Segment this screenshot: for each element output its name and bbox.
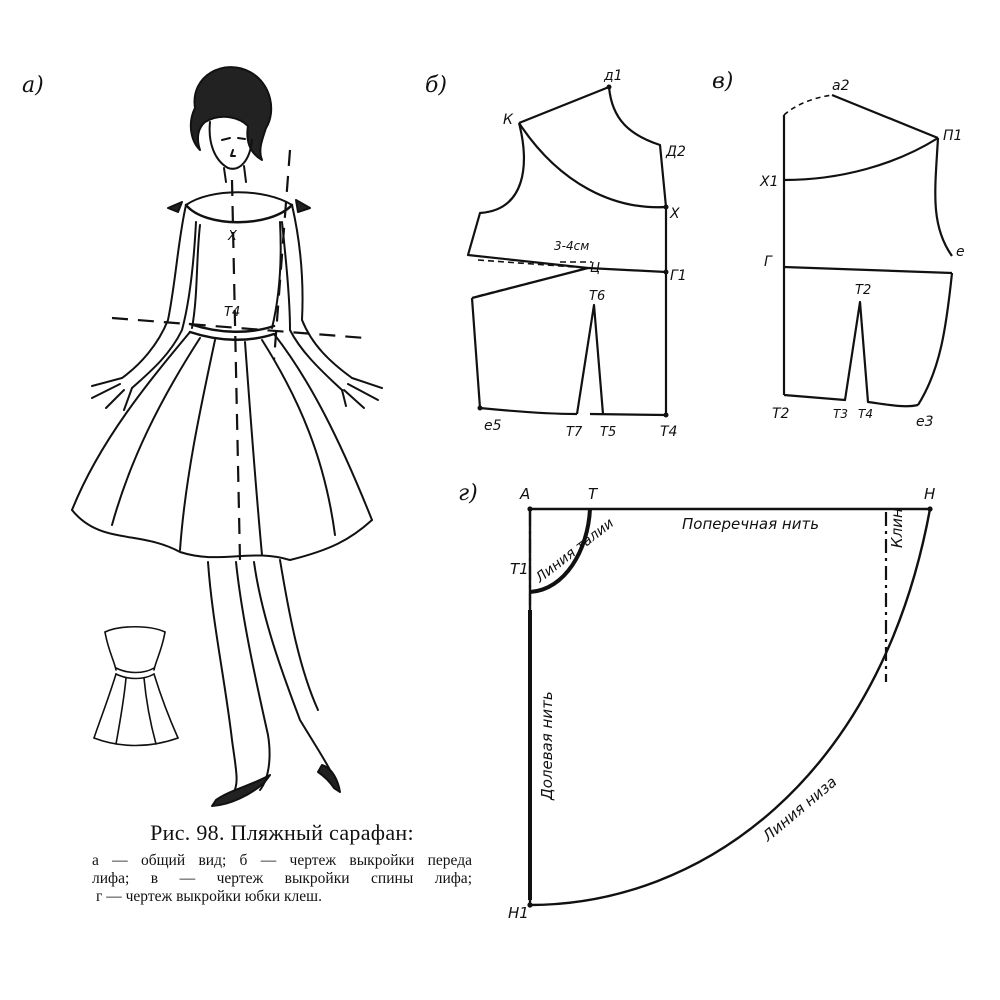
back-label-e3: е3 bbox=[916, 414, 934, 430]
back-label-t2-top: Т2 bbox=[855, 283, 871, 298]
skirt-label-t: Т bbox=[588, 485, 599, 503]
front-dart-size: 3-4см bbox=[554, 239, 589, 253]
caption-title: Рис. 98. Пляжный сарафан: bbox=[150, 820, 414, 845]
front-label-g1: Г1 bbox=[670, 268, 687, 284]
panel-label-b: б) bbox=[425, 73, 447, 98]
back-label-p: П1 bbox=[943, 128, 962, 144]
skirt-cross-grain-label: Поперечная нить bbox=[682, 515, 819, 533]
skirt-label-t1: Т1 bbox=[510, 560, 529, 578]
back-label-t3: Т3 bbox=[833, 407, 848, 421]
back-label-t4: Т4 bbox=[858, 407, 873, 421]
front-label-t5: Т5 bbox=[600, 425, 616, 440]
caption-line-1: а — общий вид; б — чертеж выкройки перед… bbox=[92, 852, 472, 869]
back-label-x1: Х1 bbox=[759, 174, 779, 190]
front-label-e5: е5 bbox=[484, 418, 502, 434]
back-label-e: е bbox=[956, 244, 965, 260]
back-label-a2: а2 bbox=[832, 78, 850, 94]
front-label-d2: Д2 bbox=[665, 144, 686, 160]
panel-label-v: в) bbox=[712, 69, 733, 94]
front-label-t7: Т7 bbox=[566, 425, 583, 440]
skirt-label-n1: Н1 bbox=[508, 904, 529, 922]
skirt-points bbox=[527, 506, 933, 908]
front-label-c: Ц bbox=[590, 261, 600, 276]
skirt-gore-label: Клин bbox=[888, 508, 906, 548]
front-label-t6: Т6 bbox=[589, 289, 605, 304]
skirt-dashdot-lines bbox=[528, 512, 888, 682]
front-label-t4: Т4 bbox=[660, 424, 677, 440]
figure-drawing bbox=[71, 66, 383, 807]
front-label-x: Х bbox=[669, 206, 680, 222]
skirt-label-a: А bbox=[519, 485, 530, 503]
panel-label-g: г) bbox=[458, 481, 478, 506]
front-label-d1: д1 bbox=[603, 68, 623, 84]
back-label-t2: Т2 bbox=[772, 406, 790, 422]
figure-guides bbox=[111, 149, 366, 561]
skirt-label-n: Н bbox=[924, 485, 935, 503]
skirt-pattern bbox=[528, 507, 932, 907]
front-dashed-marks bbox=[477, 259, 592, 297]
figure-label-t4: Т4 bbox=[224, 305, 240, 320]
skirt-lengthwise-grain-label: Долевая нить bbox=[538, 691, 556, 801]
back-label-g: Г bbox=[764, 254, 773, 270]
figure-caption: Рис. 98. Пляжный сарафан: а — общий вид;… bbox=[92, 820, 472, 906]
front-label-k: К bbox=[503, 112, 514, 128]
caption-line-2: лифа; в — чертеж выкройки спины лифа; bbox=[92, 870, 472, 887]
figure-label-x: X bbox=[227, 229, 238, 244]
front-points bbox=[477, 84, 669, 418]
skirt-waist-line-label: Линия талии bbox=[532, 515, 617, 586]
small-dress-sketch bbox=[93, 625, 179, 747]
back-bodice-pattern bbox=[782, 93, 954, 408]
caption-line-3: г — чертеж выкройки юбки клеш. bbox=[96, 888, 322, 905]
back-dashed-marks bbox=[783, 94, 833, 116]
panel-label-a: а) bbox=[22, 73, 44, 98]
